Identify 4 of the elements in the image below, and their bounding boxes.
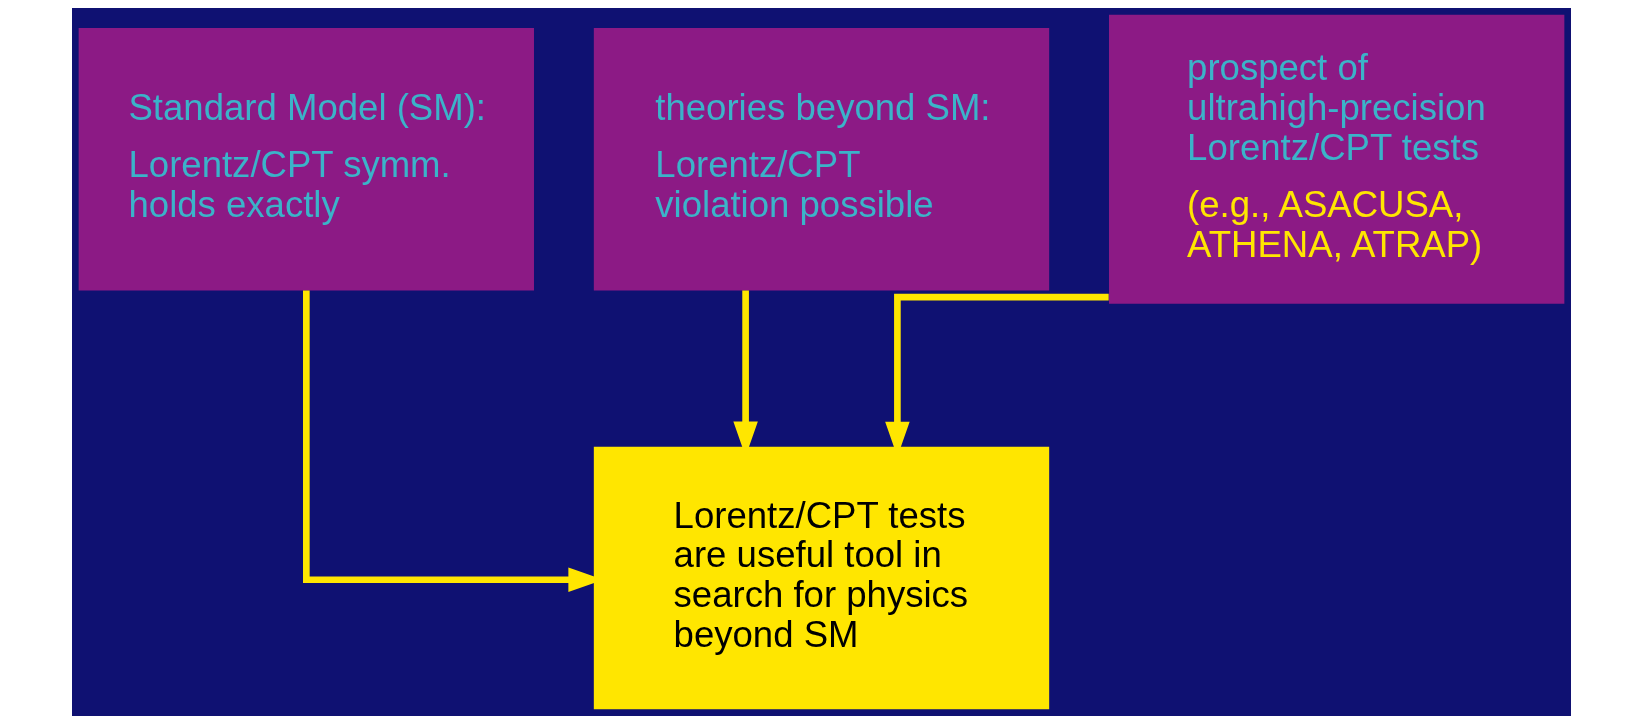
node-box: theories beyond SM: Lorentz/CPT violation possible [593, 27, 1050, 291]
node-box: Standard Model (SM): Lorentz/CPT symm. holds exactly [78, 27, 534, 291]
node-box: prospect of ultrahigh-precision Lorentz/CPT tests (e.g., ASACUSA, ATHENA, ATRAP) [1109, 14, 1565, 304]
node-box: Lorentz/CPT tests are useful tool in search for physics beyond SM [593, 446, 1050, 710]
